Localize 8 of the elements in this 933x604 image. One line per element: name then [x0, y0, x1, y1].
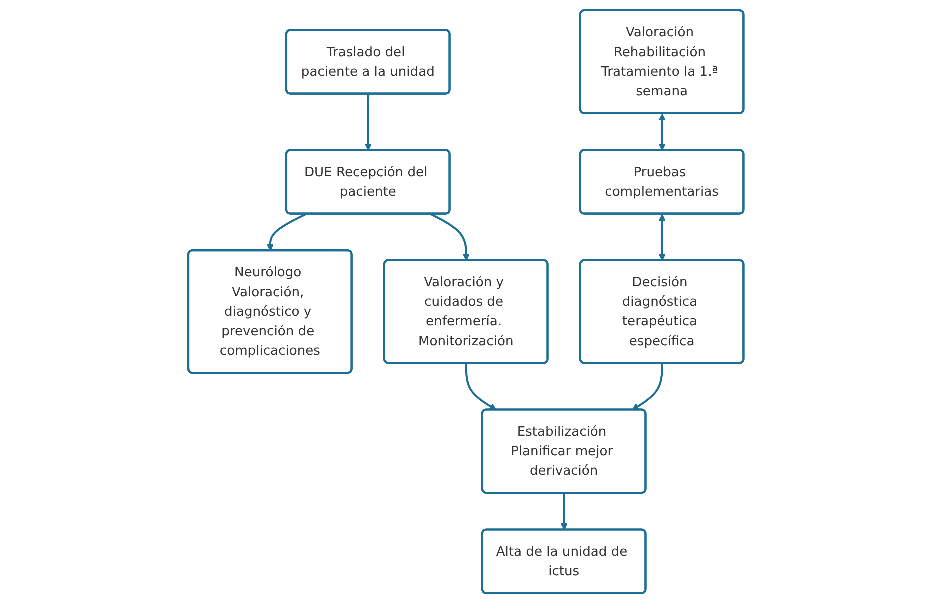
arrow	[365, 94, 372, 151]
arrow	[659, 214, 666, 262]
arrow	[466, 364, 498, 410]
arrow	[632, 364, 664, 410]
arrow	[659, 114, 666, 151]
arrow	[430, 213, 470, 262]
arrow	[561, 493, 568, 530]
arrow	[267, 213, 308, 252]
